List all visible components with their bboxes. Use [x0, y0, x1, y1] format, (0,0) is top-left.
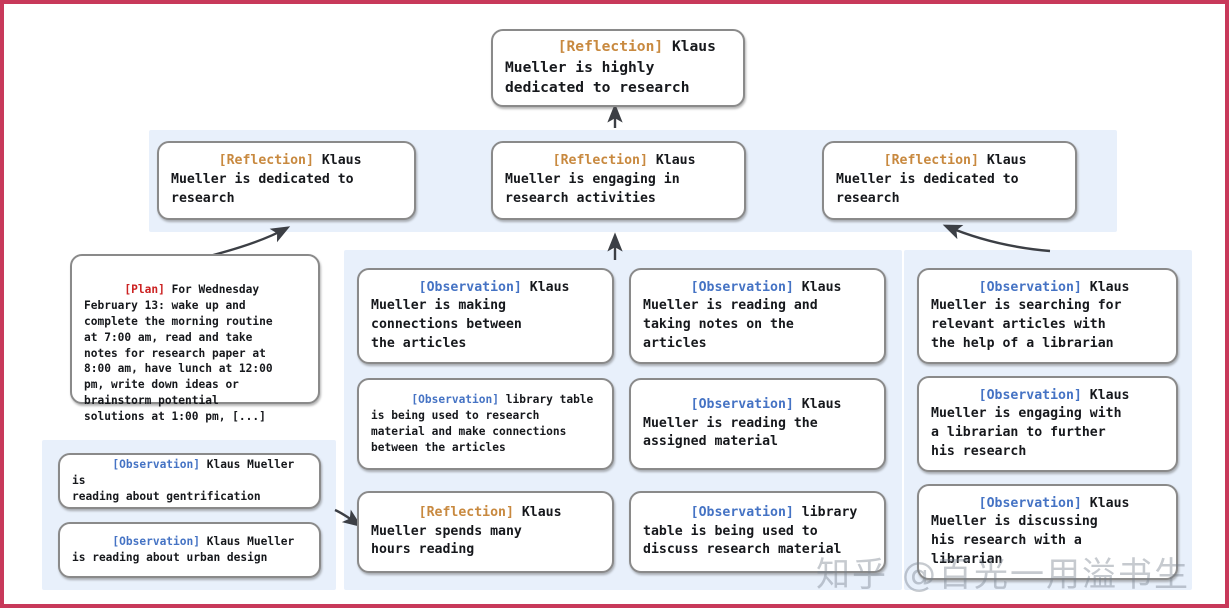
- column-b-node-3[interactable]: [Observation] library table is being use…: [629, 491, 886, 573]
- plan-text: [Plan] For Wednesday February 13: wake u…: [84, 266, 273, 441]
- observation-tag: [Observation]: [112, 458, 200, 472]
- reflection-node-1[interactable]: [Reflection] Klaus Mueller is dedicated …: [157, 141, 416, 220]
- column-a-node-1[interactable]: [Observation] Klaus Mueller is making co…: [357, 268, 614, 364]
- plan-body: For Wednesday February 13: wake up and c…: [84, 282, 273, 424]
- reflection-node-3[interactable]: [Reflection] Klaus Mueller is dedicated …: [822, 141, 1077, 220]
- top-reflection-body: Klaus Mueller is highly dedicated to res…: [505, 37, 716, 97]
- reflection-tag: [Reflection]: [218, 153, 314, 169]
- column-a-3-text: [Reflection] Klaus Mueller spends many h…: [371, 485, 562, 579]
- observation-tag: [Observation]: [978, 279, 1082, 295]
- column-c-2-body: Klaus Mueller is engaging with a librari…: [931, 387, 1130, 459]
- column-c-1-body: Klaus Mueller is searching for relevant …: [931, 279, 1130, 351]
- reflection-3-body: Klaus Mueller is dedicated to research: [836, 153, 1027, 206]
- column-a-1-body: Klaus Mueller is making connections betw…: [371, 279, 570, 351]
- left-observation-2-body: Klaus Mueller is reading about urban des…: [72, 535, 295, 564]
- reflection-1-body: Klaus Mueller is dedicated to research: [171, 153, 362, 206]
- observation-tag: [Observation]: [978, 495, 1082, 511]
- column-c-3-text: [Observation] Klaus Mueller is discussin…: [931, 476, 1130, 588]
- column-a-1-text: [Observation] Klaus Mueller is making co…: [371, 260, 570, 372]
- column-b-node-1[interactable]: [Observation] Klaus Mueller is reading a…: [629, 268, 886, 364]
- column-c-2-text: [Observation] Klaus Mueller is engaging …: [931, 368, 1130, 480]
- column-b-3-body: library table is being used to discuss r…: [643, 504, 858, 558]
- column-b-2-text: [Observation] Klaus Mueller is reading t…: [643, 377, 842, 471]
- column-c-1-text: [Observation] Klaus Mueller is searching…: [931, 260, 1130, 372]
- reflection-tag: [Reflection]: [418, 504, 514, 520]
- observation-tag: [Observation]: [690, 396, 794, 412]
- column-a-node-2[interactable]: [Observation] library table is being use…: [357, 378, 614, 470]
- left-observation-2-text: [Observation] Klaus Mueller is reading a…: [72, 518, 294, 582]
- reflection-2-body: Klaus Mueller is engaging in research ac…: [505, 153, 696, 206]
- observation-tag: [Observation]: [978, 387, 1082, 403]
- column-c-node-3[interactable]: [Observation] Klaus Mueller is discussin…: [917, 484, 1178, 580]
- column-c-3-body: Klaus Mueller is discussing his research…: [931, 495, 1130, 567]
- column-a-2-body: library table is being used to research …: [371, 393, 594, 454]
- column-c-node-2[interactable]: [Observation] Klaus Mueller is engaging …: [917, 376, 1178, 472]
- observation-tag: [Observation]: [690, 279, 794, 295]
- reflection-tag: [Reflection]: [552, 153, 648, 169]
- observation-tag: [Observation]: [418, 279, 522, 295]
- column-b-1-body: Klaus Mueller is reading and taking note…: [643, 279, 842, 351]
- observation-tag: [Observation]: [411, 393, 499, 407]
- reflection-node-2[interactable]: [Reflection] Klaus Mueller is engaging i…: [491, 141, 746, 220]
- column-b-1-text: [Observation] Klaus Mueller is reading a…: [643, 260, 842, 372]
- column-b-2-body: Klaus Mueller is reading the assigned ma…: [643, 396, 842, 450]
- reflection-tag: [Reflection]: [883, 153, 979, 169]
- column-a-3-body: Klaus Mueller spends many hours reading: [371, 504, 562, 558]
- column-b-node-2[interactable]: [Observation] Klaus Mueller is reading t…: [629, 378, 886, 470]
- reflection-3-text: [Reflection] Klaus Mueller is dedicated …: [836, 134, 1027, 228]
- top-reflection-text: [Reflection] Klaus Mueller is highly ded…: [505, 16, 716, 120]
- reflection-1-text: [Reflection] Klaus Mueller is dedicated …: [171, 134, 362, 228]
- observation-tag: [Observation]: [690, 504, 794, 520]
- column-a-node-3[interactable]: [Reflection] Klaus Mueller spends many h…: [357, 491, 614, 573]
- observation-tag: [Observation]: [112, 535, 200, 549]
- column-b-3-text: [Observation] library table is being use…: [643, 485, 857, 579]
- plan-node[interactable]: [Plan] For Wednesday February 13: wake u…: [70, 254, 320, 423]
- left-observation-1-body: Klaus Mueller is reading about gentrific…: [72, 458, 295, 503]
- reflection-2-text: [Reflection] Klaus Mueller is engaging i…: [505, 134, 696, 228]
- column-c-node-1[interactable]: [Observation] Klaus Mueller is searching…: [917, 268, 1178, 364]
- top-reflection-node[interactable]: [Reflection] Klaus Mueller is highly ded…: [491, 29, 745, 107]
- watermark-handle: @百光一用溢书生: [902, 555, 1190, 595]
- watermark-logo: 知乎: [816, 555, 888, 595]
- left-observation-1-text: [Observation] Klaus Mueller is reading a…: [72, 441, 307, 521]
- reflection-tag: [Reflection]: [557, 37, 664, 55]
- left-observation-node-1[interactable]: [Observation] Klaus Mueller is reading a…: [58, 453, 321, 509]
- left-observation-node-2[interactable]: [Observation] Klaus Mueller is reading a…: [58, 522, 321, 578]
- plan-tag: [Plan]: [124, 282, 165, 296]
- column-a-2-text: [Observation] library table is being use…: [371, 376, 593, 471]
